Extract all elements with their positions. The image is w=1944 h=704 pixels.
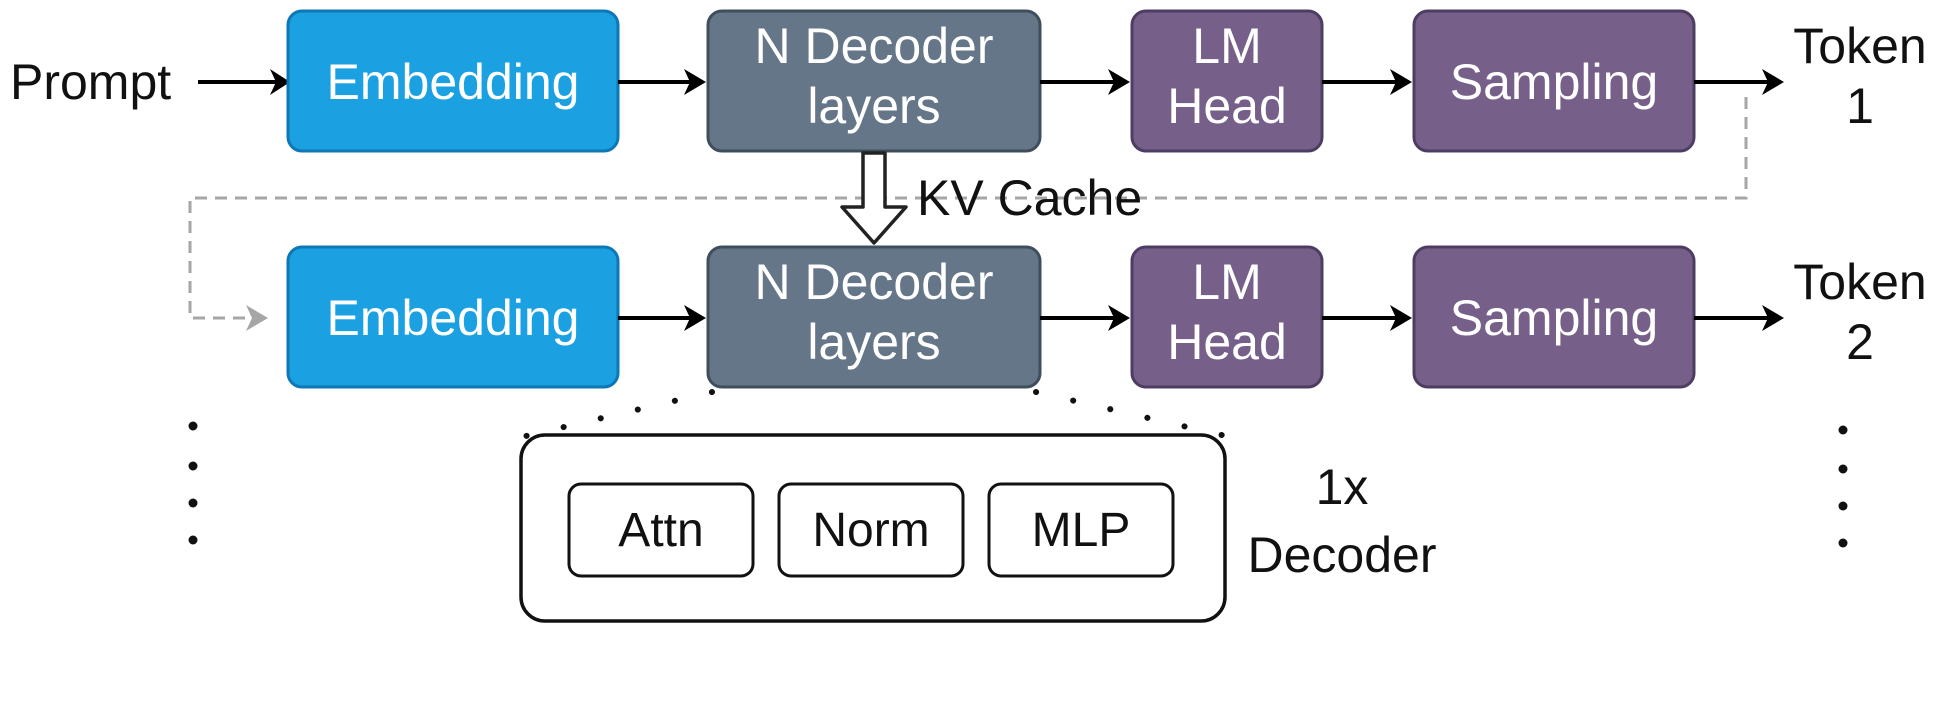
decoder-layers-label-2b: layers [807, 314, 940, 370]
decoder-count-label-a: 1x [1316, 459, 1369, 515]
decoder-layers-box-2: N Decoder layers [706, 245, 1042, 389]
lm-head-box-1: LM Head [1130, 9, 1324, 153]
embedding-label-1: Embedding [327, 54, 580, 110]
feedback-arrowhead [246, 305, 268, 331]
kv-cache-arrow [840, 151, 908, 245]
decoder-count-label-b: Decoder [1248, 527, 1437, 583]
token-2-label-b: 2 [1846, 314, 1874, 370]
prompt-label: Prompt [10, 54, 171, 110]
continuation-dots-left [188, 421, 198, 545]
sampling-label-1: Sampling [1450, 54, 1658, 110]
zoom-dotted-line-right [1033, 389, 1229, 439]
embedding-label-2: Embedding [327, 290, 580, 346]
zoom-dotted-line-left [523, 389, 715, 439]
decoder-layers-label-1a: N Decoder [755, 18, 994, 74]
sampling-box-2: Sampling [1412, 245, 1696, 389]
norm-block: Norm [777, 482, 965, 578]
embedding-box-2: Embedding [286, 245, 620, 389]
norm-label: Norm [812, 504, 929, 557]
attn-block: Attn [567, 482, 755, 578]
lm-head-label-1b: Head [1167, 78, 1287, 134]
mlp-label: MLP [1032, 504, 1131, 557]
token-1-label-b: 1 [1846, 78, 1874, 134]
single-decoder-detail-box: Attn Norm MLP [519, 433, 1227, 623]
token-2-label-a: Token [1793, 254, 1926, 310]
continuation-dots-right [1838, 425, 1848, 548]
lm-head-label-2b: Head [1167, 314, 1287, 370]
embedding-box-1: Embedding [286, 9, 620, 153]
decoder-layers-label-1b: layers [807, 78, 940, 134]
lm-head-box-2: LM Head [1130, 245, 1324, 389]
mlp-block: MLP [987, 482, 1175, 578]
kv-cache-label: KV Cache [917, 170, 1142, 226]
token-1-label-a: Token [1793, 18, 1926, 74]
sampling-label-2: Sampling [1450, 290, 1658, 346]
lm-head-label-1a: LM [1192, 18, 1261, 74]
token-feedback-dashed-line [188, 97, 1748, 320]
lm-head-label-2a: LM [1192, 254, 1261, 310]
sampling-box-1: Sampling [1412, 9, 1696, 153]
decoder-layers-label-2a: N Decoder [755, 254, 994, 310]
decoder-layers-box-1: N Decoder layers [706, 9, 1042, 153]
attn-label: Attn [618, 504, 703, 557]
